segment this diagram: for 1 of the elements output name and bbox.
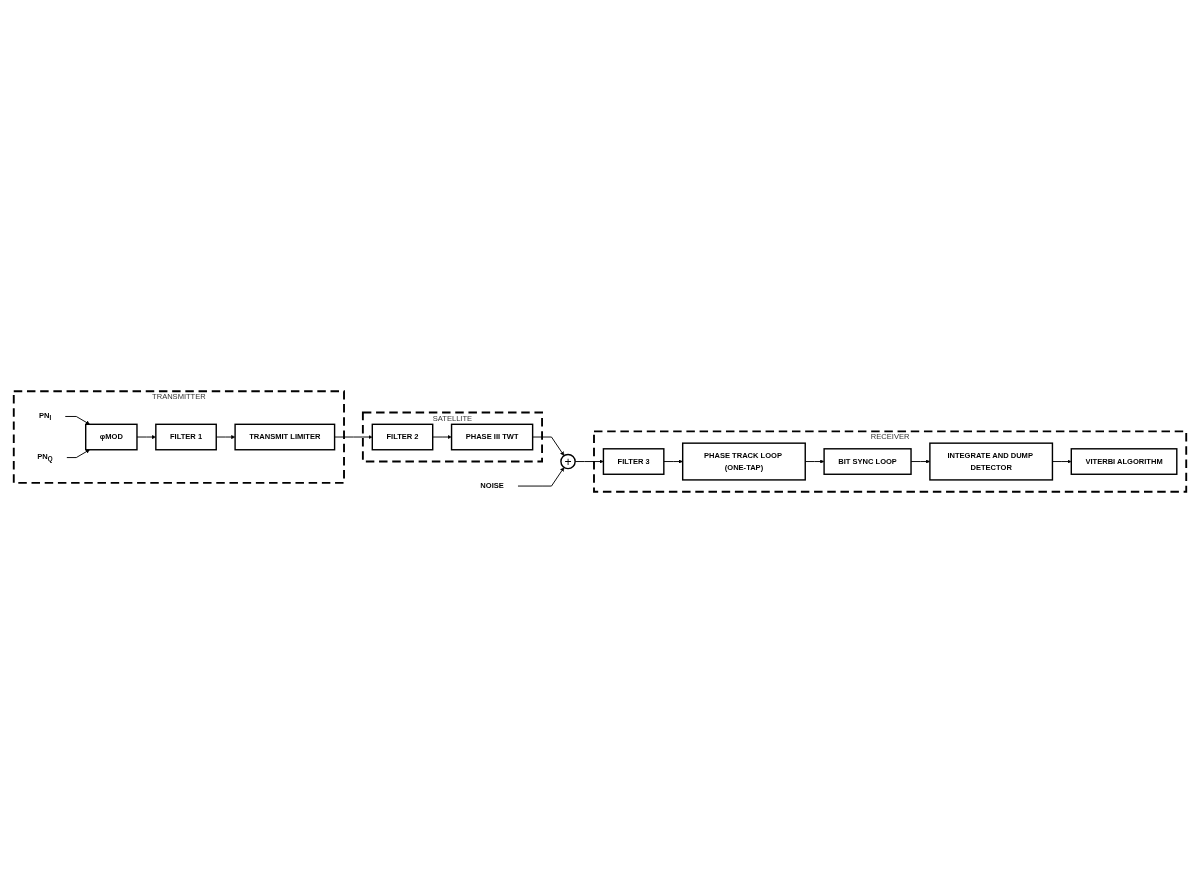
node-circle: +: [560, 453, 576, 469]
